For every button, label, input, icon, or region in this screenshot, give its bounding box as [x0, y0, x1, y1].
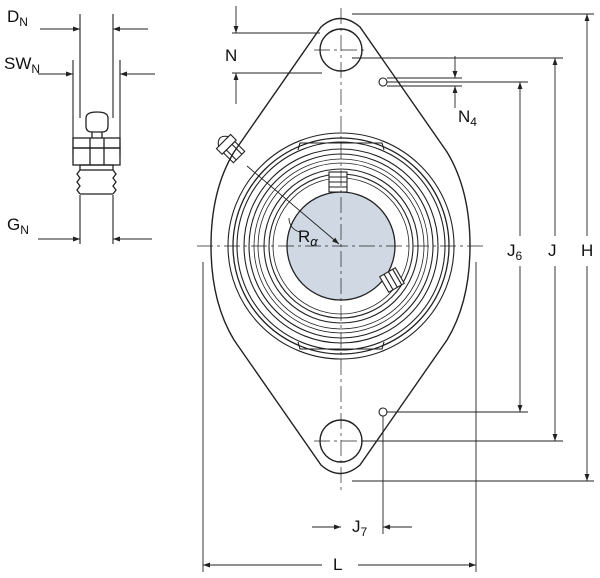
label-h: H	[581, 242, 593, 262]
grease-nipple	[72, 111, 121, 195]
label-l-main: L	[333, 555, 343, 574]
label-n4-sub: 4	[470, 115, 477, 129]
label-gn-sub: N	[20, 223, 29, 237]
grub-screw-side	[378, 266, 406, 294]
label-dn-sub: N	[19, 15, 28, 29]
centre-lines	[197, 8, 484, 492]
label-j6-main: J	[507, 241, 516, 260]
label-ra-main: R	[298, 227, 311, 246]
label-h-main: H	[581, 241, 594, 260]
label-j-main: J	[548, 241, 557, 260]
label-j7-main: J	[352, 517, 361, 536]
label-j6: J6	[507, 242, 522, 262]
housing-grease-nipple	[215, 133, 246, 164]
label-r-alpha: Rα	[298, 228, 318, 248]
label-j6-sub: 6	[515, 249, 523, 263]
label-swn-sub: N	[31, 62, 41, 76]
label-l: L	[333, 556, 342, 576]
label-j7-sub: 7	[360, 525, 368, 539]
r-alpha-leader	[246, 165, 340, 245]
n4-reference-mark-top	[378, 77, 388, 87]
label-dn: DN	[7, 8, 28, 28]
label-n4-main: N	[458, 107, 471, 126]
dimension-lines	[202, 6, 594, 572]
label-j7: J7	[352, 518, 367, 538]
label-swn: SWN	[4, 55, 40, 75]
label-swn-main: SW	[4, 54, 32, 73]
label-ra-sub: α	[310, 234, 318, 249]
grease-nipple-detail	[38, 14, 155, 244]
label-gn: GN	[7, 216, 29, 236]
label-n4: N4	[458, 108, 477, 128]
label-dn-main: D	[7, 7, 20, 26]
n4-reference-mark-bottom	[378, 407, 388, 417]
label-n: N	[225, 47, 237, 67]
grub-screw-top	[328, 171, 348, 193]
label-n-main: N	[225, 46, 238, 65]
label-j: J	[548, 242, 557, 262]
label-gn-main: G	[7, 215, 21, 234]
